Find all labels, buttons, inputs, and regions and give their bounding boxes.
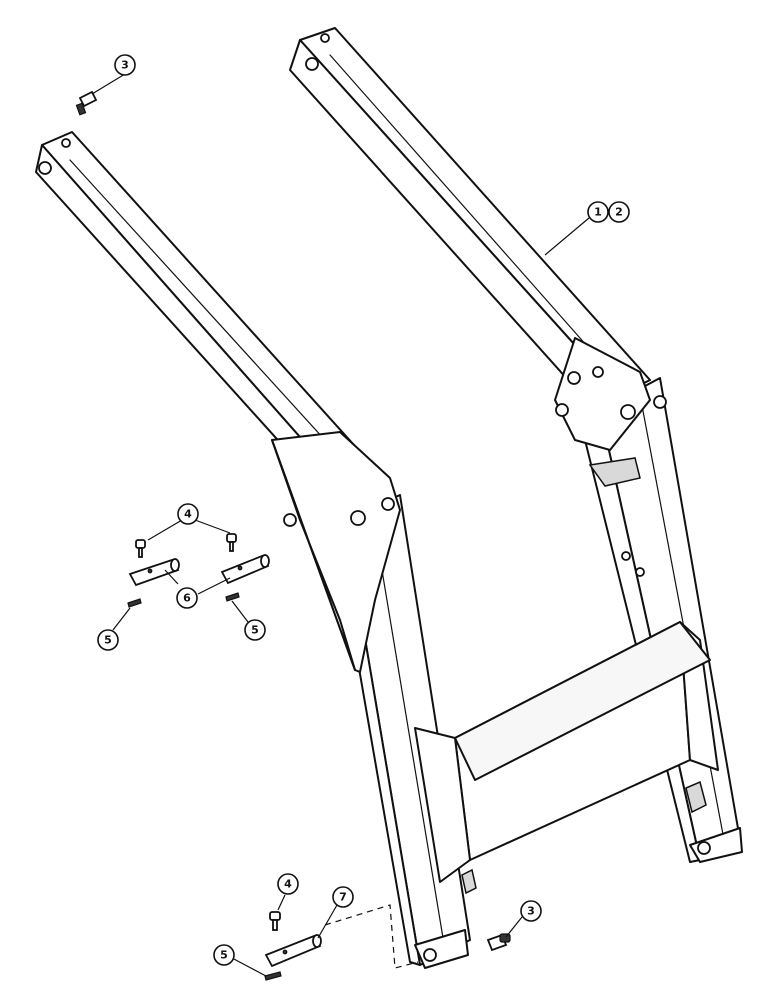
svg-text:3: 3 [527,905,535,918]
callout-4-middle: 4 [177,503,199,525]
pin-icon [128,558,180,587]
bolt-icon [226,533,237,552]
bolt-icon [75,90,98,116]
callout-5-middle-left: 5 [97,629,119,651]
svg-text:5: 5 [220,949,228,962]
cotter-pin-icon [225,592,240,602]
cotter-pin-icon [264,971,282,981]
callout-6-middle: 6 [176,587,198,609]
leader-lines [91,73,590,977]
callout-5-middle-right: 5 [244,619,266,641]
bolt-icon [135,539,146,558]
bottom-hardware [264,904,511,981]
svg-text:2: 2 [615,206,623,219]
cross-member [414,621,719,895]
svg-text:1: 1 [594,206,602,219]
callout-5-bottom: 5 [213,944,235,966]
callout-2: 2 [608,201,630,223]
assembly-path-line [324,904,419,969]
bolt-icon [269,911,281,931]
svg-text:4: 4 [284,878,292,891]
svg-text:6: 6 [183,592,191,605]
cotter-pin-icon [127,598,142,608]
callout-7: 7 [332,886,354,908]
callout-1: 1 [587,201,609,223]
svg-text:5: 5 [104,634,112,647]
callout-3-bottom: 3 [520,900,542,922]
pin-icon [264,934,322,968]
svg-text:3: 3 [121,59,129,72]
svg-text:7: 7 [339,891,347,904]
left-upright-frame [35,131,471,969]
callout-4-bottom: 4 [277,873,299,895]
svg-text:5: 5 [251,624,259,637]
callout-3-top: 3 [114,54,136,76]
svg-text:4: 4 [184,508,192,521]
